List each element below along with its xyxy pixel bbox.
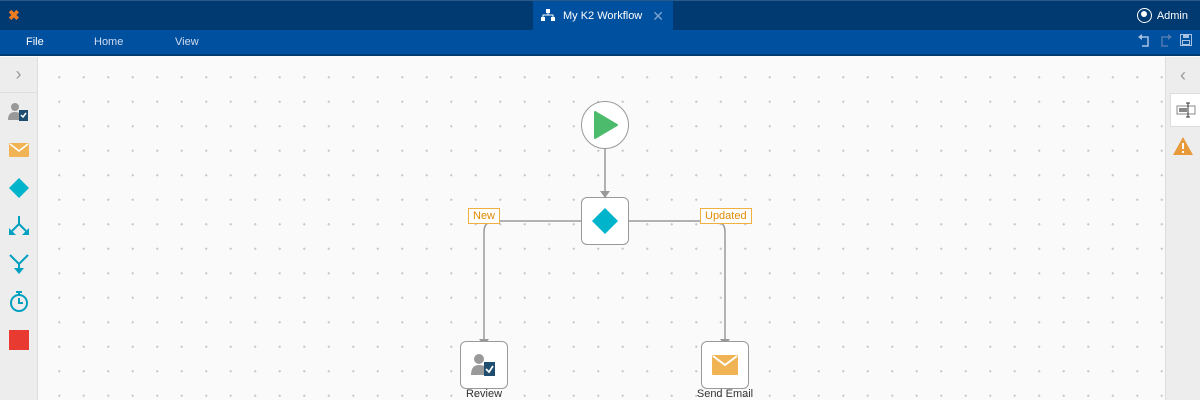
step-label-review: Review [465, 388, 503, 400]
collapse-panel-button[interactable]: ‹ [1180, 64, 1186, 85]
menu-file[interactable]: File [26, 36, 44, 48]
start-node[interactable] [581, 101, 629, 149]
email-icon [712, 355, 738, 375]
email-icon[interactable] [0, 131, 37, 169]
menu-home[interactable]: Home [94, 36, 124, 48]
user-task-icon[interactable] [0, 93, 37, 131]
workflow-canvas[interactable]: New Updated Review Send Email [39, 57, 1165, 400]
workflow-icon [541, 8, 555, 24]
warning-icon[interactable] [1166, 127, 1200, 165]
properties-button[interactable] [1170, 93, 1200, 127]
send-email-node[interactable] [701, 341, 749, 389]
merge-icon[interactable] [0, 245, 37, 283]
decision-icon[interactable] [0, 169, 37, 207]
tab-my-k2-workflow[interactable]: My K2 Workflow ✕ [533, 1, 673, 31]
close-tab-icon[interactable]: ✕ [652, 7, 664, 24]
branch-label-updated[interactable]: Updated [700, 208, 752, 224]
decision-node[interactable] [581, 197, 629, 245]
k2-logo[interactable]: ✖ [8, 7, 20, 23]
properties-icon [1176, 102, 1196, 118]
menu-view[interactable]: View [175, 36, 199, 48]
branch-label-new[interactable]: New [468, 208, 501, 224]
user-icon [1136, 8, 1152, 23]
menu-bar: File Home View [0, 30, 1200, 56]
expand-toolbar-button[interactable]: › [0, 57, 37, 93]
right-panel: ‹ [1165, 57, 1200, 400]
tab-title: My K2 Workflow [563, 10, 643, 22]
title-bar: ✖ My K2 Workflow ✕ Admin [0, 0, 1200, 31]
redo-icon[interactable] [1159, 34, 1172, 50]
decision-icon [592, 208, 618, 234]
left-toolbar: › [0, 57, 38, 400]
review-node[interactable] [460, 341, 508, 389]
user-menu[interactable]: Admin [1136, 8, 1188, 23]
end-icon[interactable] [0, 321, 37, 359]
step-label-send-email: Send Email [696, 388, 754, 400]
user-name: Admin [1156, 9, 1188, 22]
start-icon [594, 111, 618, 139]
undo-icon[interactable] [1138, 34, 1151, 50]
timer-icon[interactable] [0, 283, 37, 321]
save-icon[interactable] [1180, 34, 1192, 50]
user-task-icon [471, 354, 495, 376]
split-icon[interactable] [0, 207, 37, 245]
